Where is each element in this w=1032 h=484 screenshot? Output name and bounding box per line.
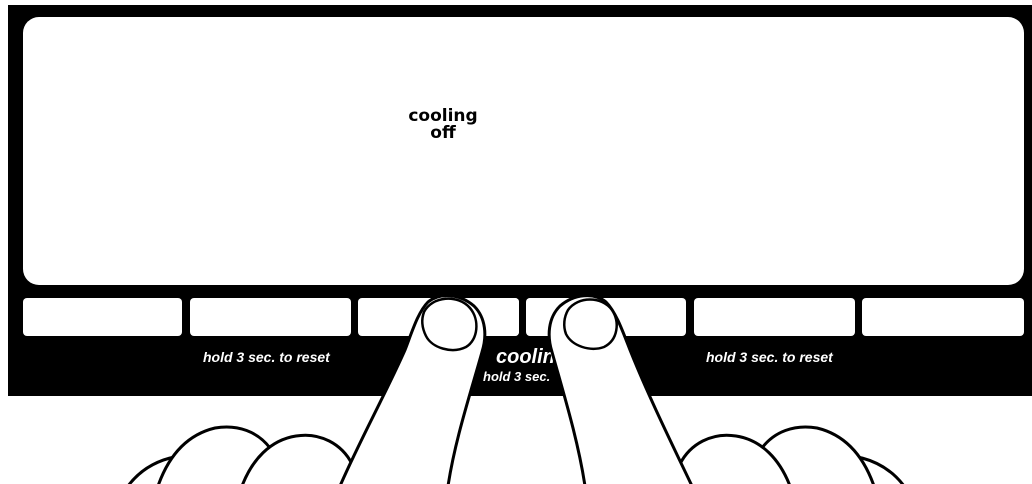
right-fingernail [564, 300, 616, 349]
left-fingernail [422, 299, 476, 350]
